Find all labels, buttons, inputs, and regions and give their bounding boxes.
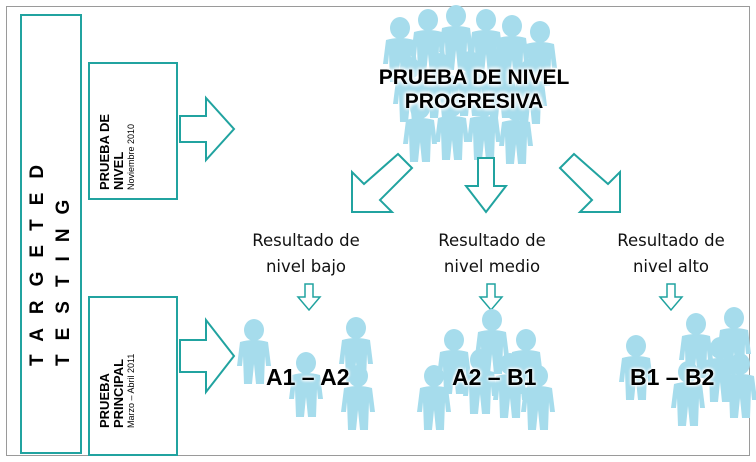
result-low-line1: Resultado de <box>252 231 360 250</box>
arrow-down-icon <box>463 157 509 214</box>
result-high-label: Resultado de nivel alto <box>596 228 746 280</box>
arrow-right-icon-2 <box>179 317 236 395</box>
arrow-right-icon-1 <box>179 95 236 163</box>
small-arrow-down-icon-1 <box>296 283 322 312</box>
level-low: A1 – A2 <box>266 364 350 390</box>
small-arrow-down-icon-2 <box>478 283 504 312</box>
arrow-down-left-icon <box>351 152 414 213</box>
result-mid-line1: Resultado de <box>438 231 546 250</box>
result-low-label: Resultado de nivel bajo <box>226 228 386 280</box>
placement-test-title: PRUEBA DE NIVEL PROGRESIVA <box>350 66 598 114</box>
result-low-line2: nivel bajo <box>265 257 347 276</box>
arrow-down-right-icon <box>558 152 621 213</box>
placement-test-title-1: PRUEBA DE NIVEL <box>378 66 570 89</box>
targeted-testing-box <box>20 14 82 454</box>
result-mid-label: Resultado de nivel medio <box>412 228 572 280</box>
stage-box-placement <box>88 62 178 200</box>
result-high-line1: Resultado de <box>617 231 725 250</box>
level-mid: A2 – B1 <box>452 364 537 390</box>
placement-test-title-2: PROGRESIVA <box>404 90 544 113</box>
result-mid-line2: nivel medio <box>443 257 541 276</box>
result-high-line2: nivel alto <box>632 257 710 276</box>
level-high: B1 – B2 <box>630 364 715 390</box>
stage-box-main <box>88 296 178 456</box>
small-arrow-down-icon-3 <box>658 283 684 312</box>
diagram-frame <box>6 6 750 456</box>
